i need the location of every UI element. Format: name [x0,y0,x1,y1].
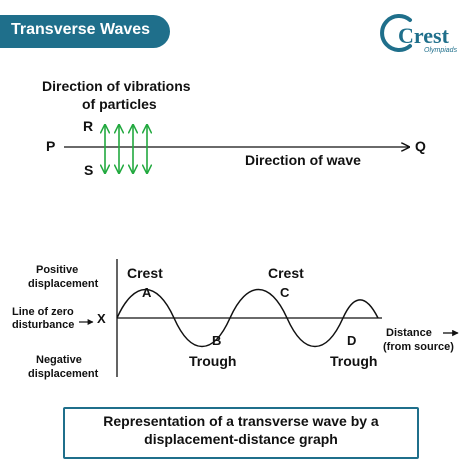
wave-curve [116,288,379,348]
crest-label-1: Crest [127,265,163,281]
label-p: P [46,138,55,154]
label-s: S [84,162,93,178]
negative-label-line1: Negative [36,354,82,366]
caption-line-1: Representation of a transverse wave by a [103,413,379,429]
label-r: R [83,118,93,134]
crest-logo: Crest Olympiads [380,14,458,54]
point-a-label: A [142,285,152,300]
point-b-label: B [212,333,221,348]
logo-arc-icon [380,14,412,52]
label-q: Q [415,138,426,154]
distance-label-line2: (from source) [383,341,454,353]
trough-label-1: Trough [189,353,236,369]
page-title: Transverse Waves [11,21,151,38]
zero-line-label-line1: Line of zero [12,306,74,318]
negative-label-line2: displacement [28,368,99,380]
trough-label-2: Trough [330,353,377,369]
wave-direction-label: Direction of wave [245,152,361,168]
crest-label-2: Crest [268,265,304,281]
vibration-heading-line2: of particles [82,96,157,112]
point-d-label: D [347,333,356,348]
caption-box [63,407,419,459]
point-c-label: C [280,285,290,300]
vibration-heading-line1: Direction of vibrations [42,78,191,94]
top-diagram: Direction of vibrations of particles P Q… [42,78,426,178]
title-banner [0,15,170,48]
origin-label: X [97,311,106,326]
caption-line-2: displacement-distance graph [144,431,338,447]
logo-wordmark: Crest [398,23,450,48]
displacement-graph: Positive displacement Line of zero distu… [12,259,459,380]
positive-label-line1: Positive [36,264,78,276]
positive-label-line2: displacement [28,278,99,290]
zero-line-label-line2: disturbance [12,319,74,331]
logo-tagline: Olympiads [424,47,458,54]
distance-label-line1: Distance [386,327,432,339]
